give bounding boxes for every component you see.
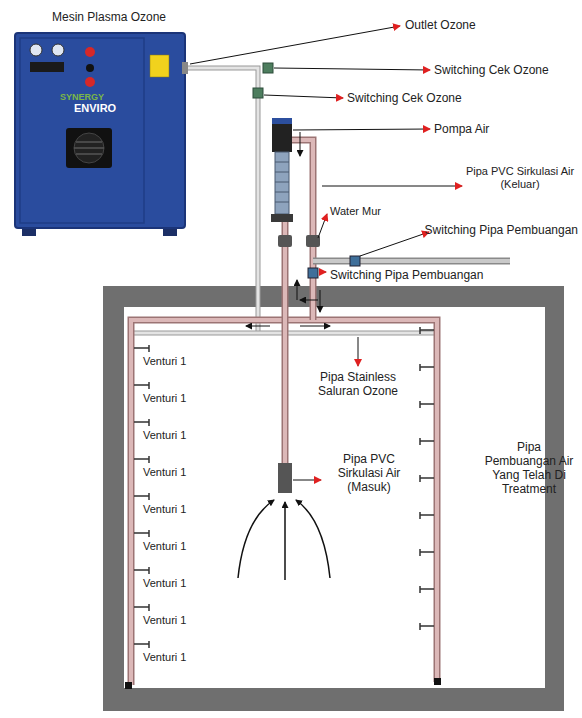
venturi-label: Venturi 1 bbox=[143, 614, 186, 627]
venturi-tap bbox=[134, 345, 149, 352]
intake bbox=[278, 463, 292, 493]
water-pump bbox=[271, 118, 293, 222]
part-label: Switching Pipa Pembuangan bbox=[330, 268, 483, 282]
venturi-tap bbox=[134, 419, 149, 426]
venturi-label: Venturi 1 bbox=[143, 429, 186, 442]
tank-wall bbox=[103, 286, 564, 711]
venturi-label: Venturi 1 bbox=[143, 651, 186, 664]
check-valve bbox=[253, 88, 263, 98]
drain-valve bbox=[308, 268, 318, 278]
union bbox=[306, 235, 320, 247]
part-label: Outlet Ozone bbox=[405, 18, 476, 32]
venturi-label: Venturi 1 bbox=[143, 540, 186, 553]
venturi-tap bbox=[134, 641, 149, 648]
venturi-taps bbox=[134, 327, 434, 648]
venturi-tap bbox=[420, 438, 434, 445]
part-label: Switching Cek Ozone bbox=[434, 63, 549, 77]
venturi-tap bbox=[420, 327, 434, 334]
logo-text: ENVIRO bbox=[74, 102, 116, 115]
venturi-label: Venturi 1 bbox=[143, 392, 186, 405]
venturi-tap bbox=[134, 604, 149, 611]
part-label: Pipa PVC Sirkulasi Air (Keluar) bbox=[462, 165, 578, 191]
venturi-tap bbox=[134, 530, 149, 537]
flow-arrows bbox=[238, 132, 330, 580]
venturi-tap bbox=[134, 567, 149, 574]
part-label: Pipa Stainless Saluran Ozone bbox=[303, 370, 413, 398]
part-label: Pompa Air bbox=[434, 122, 489, 136]
venturi-label: Venturi 1 bbox=[143, 355, 186, 368]
venturi-tap bbox=[420, 512, 434, 519]
venturi-tap bbox=[134, 382, 149, 389]
part-label: Switching Cek Ozone bbox=[347, 91, 462, 105]
end-cap bbox=[125, 682, 132, 689]
venturi-tap bbox=[420, 623, 434, 630]
venturi-tap bbox=[420, 364, 434, 371]
check-valve bbox=[263, 63, 273, 73]
venturi-tap bbox=[420, 549, 434, 556]
venturi-tap bbox=[420, 401, 434, 408]
tank-inside bbox=[124, 307, 545, 688]
leader-lines bbox=[190, 26, 462, 480]
venturi-tap bbox=[420, 586, 434, 593]
part-label: Pipa PVC Sirkulasi Air (Masuk) bbox=[325, 452, 413, 494]
pvc-pipes bbox=[131, 140, 510, 685]
device-title: Mesin Plasma Ozone bbox=[52, 10, 166, 24]
drain-valve bbox=[350, 256, 360, 266]
venturi-label: Venturi 1 bbox=[143, 577, 186, 590]
venturi-tap bbox=[134, 456, 149, 463]
logo-text: SYNERGY bbox=[60, 92, 104, 103]
part-label: Water Mur bbox=[330, 205, 381, 218]
part-label: Pipa Pembuangan Air Yang Telah Di Treatm… bbox=[480, 440, 578, 496]
venturi-tap bbox=[420, 475, 434, 482]
part-label: Switching Pipa Pembuangan bbox=[425, 223, 578, 237]
end-cap bbox=[434, 678, 441, 685]
union bbox=[278, 235, 292, 247]
venturi-tap bbox=[134, 493, 149, 500]
venturi-label: Venturi 1 bbox=[143, 466, 186, 479]
ozone-machine bbox=[15, 33, 188, 236]
venturi-label: Venturi 1 bbox=[143, 503, 186, 516]
